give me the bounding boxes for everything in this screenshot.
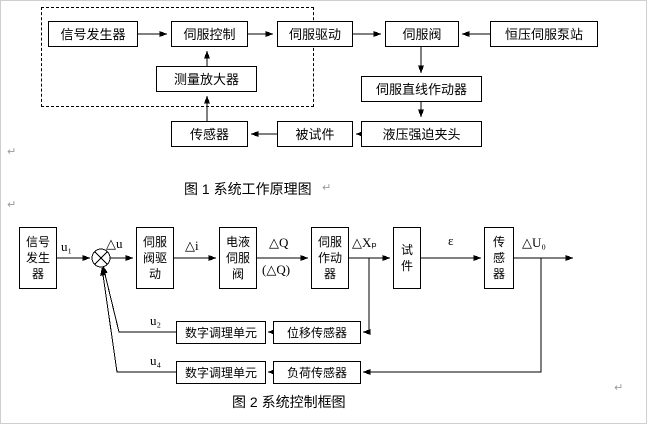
fig2-block-load-sensor: 负荷传感器: [273, 361, 361, 384]
signal-label-u2: u₂: [150, 313, 162, 328]
fig2-caption: 图 2 系统控制框图: [232, 394, 346, 410]
fig1-block-servo-linear-actuator: 伺服直线作动器: [361, 76, 482, 102]
fig1-block-test-specimen: 被试件: [277, 121, 353, 147]
fig2-block-displacement-sensor: 位移传感器: [273, 321, 361, 344]
fig1-block-signal-generator: 信号发生器: [48, 21, 138, 47]
paragraph-mark-icon: ↵: [7, 199, 17, 211]
fig2-block-servo-valve-drive: 伺服阀驱动: [136, 227, 174, 289]
fig2-block-electrohydraulic-servo-valve: 电液伺服阀: [219, 227, 257, 289]
fig1-block-sensor: 传感器: [171, 121, 248, 147]
signal-label-delta-i: △i: [185, 238, 199, 253]
paragraph-mark-icon: ↵: [614, 382, 624, 394]
fig1-block-hydraulic-clamp: 液压强迫夹头: [361, 121, 482, 147]
fig2-block-signal-generator: 信号发生器: [19, 227, 57, 289]
signal-label-delta-u0: △U₀: [522, 235, 546, 250]
signal-label-epsilon: ε: [448, 233, 454, 248]
signal-label-delta-q: △Q: [269, 235, 289, 250]
signal-label-delta-xp: △Xₚ: [352, 235, 377, 250]
paragraph-mark-icon: ↵: [7, 146, 17, 158]
fig1-controller-dashed-boundary: [41, 7, 314, 107]
fig2-block-digital-conditioning-unit-load: 数字调理单元: [176, 361, 266, 384]
fig1-block-measuring-amplifier: 测量放大器: [156, 66, 257, 92]
signal-label-delta-u: △u: [106, 236, 123, 251]
paragraph-mark-icon: ↵: [322, 182, 332, 194]
fig1-caption: 图 1 系统工作原理图: [184, 181, 312, 197]
signal-label-delta-q-paren: (△Q): [262, 262, 291, 277]
fig1-block-servo-drive: 伺服驱动: [277, 21, 353, 47]
fig2-block-servo-actuator: 伺服作动器: [311, 227, 349, 289]
signal-label-u1: u₁: [61, 239, 73, 254]
fig1-block-servo-valve: 伺服阀: [385, 21, 459, 47]
paragraph-mark-icon: ↵: [330, 395, 340, 407]
fig2-block-sensor: 传感器: [484, 227, 514, 289]
signal-label-u4: u₄: [150, 353, 162, 368]
fig1-block-servo-control: 伺服控制: [171, 21, 248, 47]
fig2-block-digital-conditioning-unit-displacement: 数字调理单元: [176, 321, 266, 344]
fig2-block-specimen: 试件: [393, 227, 421, 289]
fig1-block-pump-station: 恒压伺服泵站: [490, 21, 598, 47]
